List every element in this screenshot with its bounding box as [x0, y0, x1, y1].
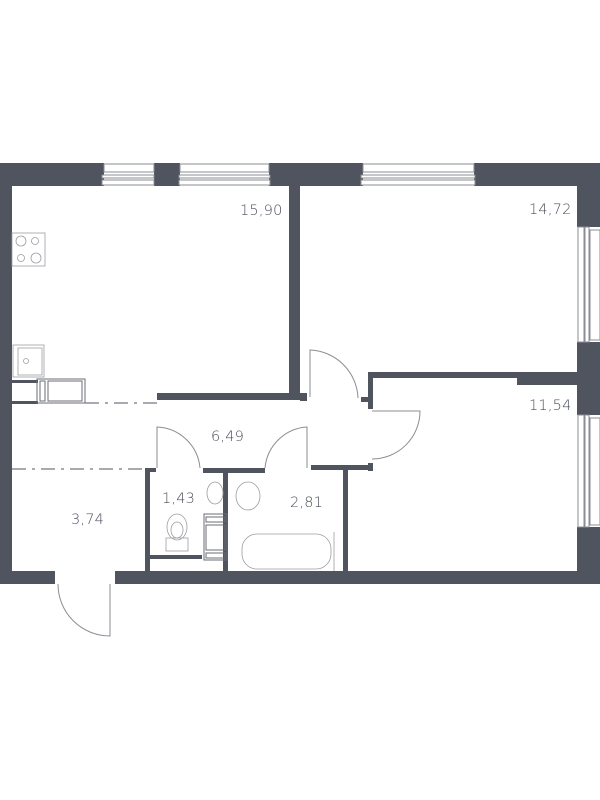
fridge-icon [36, 378, 86, 404]
room-area-kitchen: 15,90 [240, 203, 283, 219]
room-area-toilet: 1,43 [162, 491, 196, 507]
bathroom-fixtures [235, 481, 335, 571]
zone-lines [12, 402, 157, 470]
walls [0, 163, 600, 584]
doors [57, 349, 421, 637]
room-area-hallway: 3,74 [71, 512, 105, 528]
door-toilet [156, 426, 201, 469]
stove-icon [11, 232, 46, 267]
room-area-corridor: 6,49 [211, 429, 245, 445]
toilet-icon [165, 481, 224, 552]
windows [101, 163, 600, 528]
door-entrance [57, 583, 111, 637]
room-area-bedroom-2: 11,54 [529, 398, 572, 414]
washing-machine-icon [203, 513, 228, 561]
door-bathroom [264, 426, 308, 469]
door-bedroom-1 [309, 349, 359, 399]
sink-icon [12, 344, 45, 378]
room-area-bathroom: 2,81 [290, 495, 324, 511]
door-bedroom-2 [371, 410, 421, 460]
room-area-bedroom-1: 14,72 [529, 202, 572, 218]
